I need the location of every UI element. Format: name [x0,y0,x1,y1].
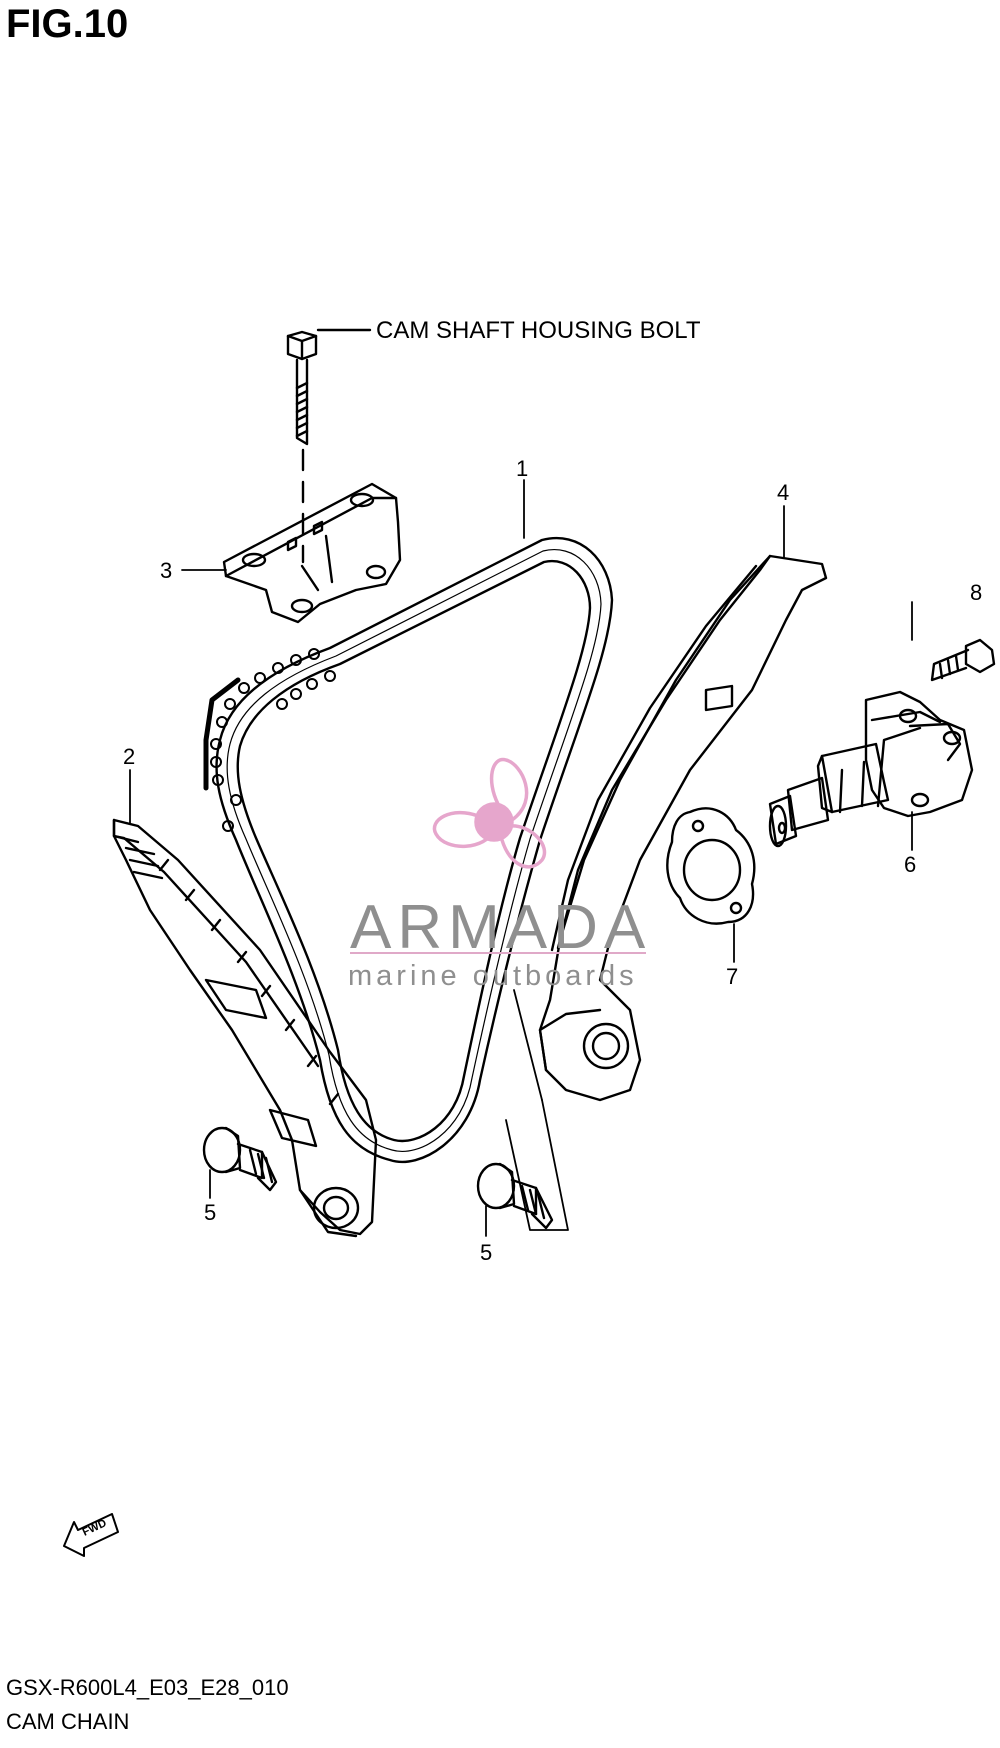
watermark-tagline: marine outboards [348,960,638,992]
part-7-gasket [666,807,756,925]
part-4-chain-guide [538,554,828,1102]
callout-3: 3 [160,558,173,583]
part-5-bolt-left [202,1126,278,1192]
callout-7: 7 [726,964,739,989]
callout-2: 2 [123,744,136,769]
watermark-divider [350,952,646,954]
cam-shaft-housing-bolt [286,328,372,564]
forward-direction-arrow-icon [63,1513,119,1557]
callout-6: 6 [904,852,917,877]
part-1-cam-chain [203,536,614,1164]
callout-4: 4 [777,480,790,505]
callout-5-right: 5 [480,1240,493,1265]
callout-1: 1 [516,456,529,481]
part-5-bolt-right [476,1162,554,1230]
part-8-bolt [930,638,996,682]
watermark-name: ARMADA [350,893,652,962]
diagram-title: CAM CHAIN [6,1709,130,1734]
part-6-tensioner-adjuster [768,690,974,848]
part-3-guide-bracket [222,482,402,624]
bolt-annotation-label: CAM SHAFT HOUSING BOLT [376,317,701,344]
watermark-propeller-icon [432,757,547,869]
callout-8: 8 [970,580,983,605]
callout-5-left: 5 [204,1200,217,1225]
diagram-code: GSX-R600L4_E03_E28_010 [6,1675,289,1700]
part-2-tensioner [112,818,378,1238]
figure-title: FIG.10 [6,2,129,46]
